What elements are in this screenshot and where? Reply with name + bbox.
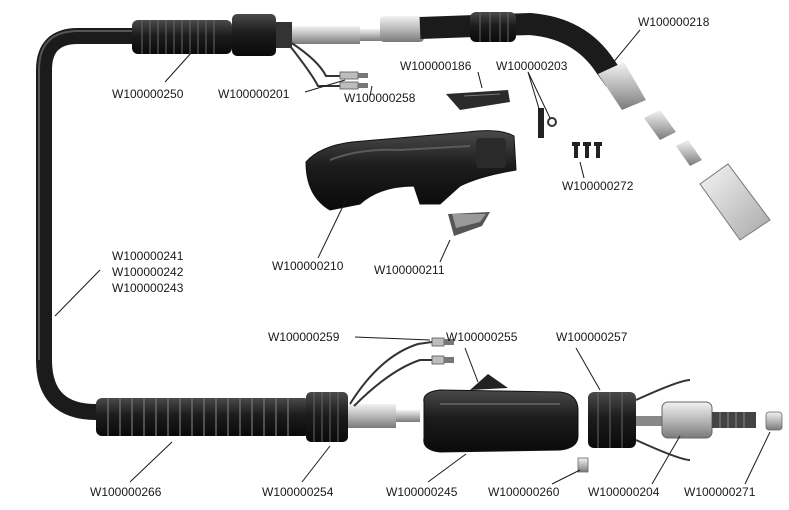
hose-highlight [38,30,150,360]
connector-body [423,374,579,453]
central-adaptor [636,401,756,439]
bottom-spring-cover [96,398,310,436]
label-w100000245: W100000245 [386,485,458,499]
connector-nut [588,392,636,448]
label-w100000257: W100000257 [556,330,628,344]
label-w100000210: W100000210 [272,259,344,273]
label-w100000260: W100000260 [488,485,560,499]
gas-diffuser [644,110,676,140]
trigger [448,212,490,236]
small-pin [577,457,589,473]
label-w100000211: W100000211 [374,263,445,277]
bottom-threaded-sleeve [306,392,348,442]
top-gas-fitting [292,26,386,44]
label-w100000243: W100000243 [112,281,184,295]
end-cap [765,411,783,431]
torch-handle [305,130,517,211]
trigger-wires-bottom [349,337,454,407]
contact-tip [676,140,702,166]
label-w100000242: W100000242 [112,265,184,279]
label-w100000255: W100000255 [446,330,518,344]
label-w100000203: W100000203 [496,59,568,73]
top-strain-relief [132,14,292,56]
pin-and-spring [538,108,557,138]
label-w100000241: W100000241 [112,249,184,263]
label-w100000204: W100000204 [588,485,660,499]
label-w100000259: W100000259 [268,330,340,344]
gas-nozzle [699,163,771,241]
screws [572,142,602,158]
hose-cable [36,28,158,420]
label-w100000218: W100000218 [638,15,710,29]
label-w100000272: W100000272 [562,179,634,193]
label-w100000250: W100000250 [112,87,184,101]
bottom-cable-fitting [348,404,420,428]
trigger-wires-top [289,41,368,90]
label-w100000254: W100000254 [262,485,334,499]
label-w100000186: W100000186 [400,59,472,73]
label-w100000266: W100000266 [90,485,162,499]
leader-lines [54,29,771,485]
label-w100000271: W100000271 [684,485,756,499]
nut-wires [635,379,691,461]
torch-neck [380,12,646,110]
label-w100000258: W100000258 [344,91,416,105]
label-w100000201: W100000201 [218,87,290,101]
handle-clip [446,90,510,110]
